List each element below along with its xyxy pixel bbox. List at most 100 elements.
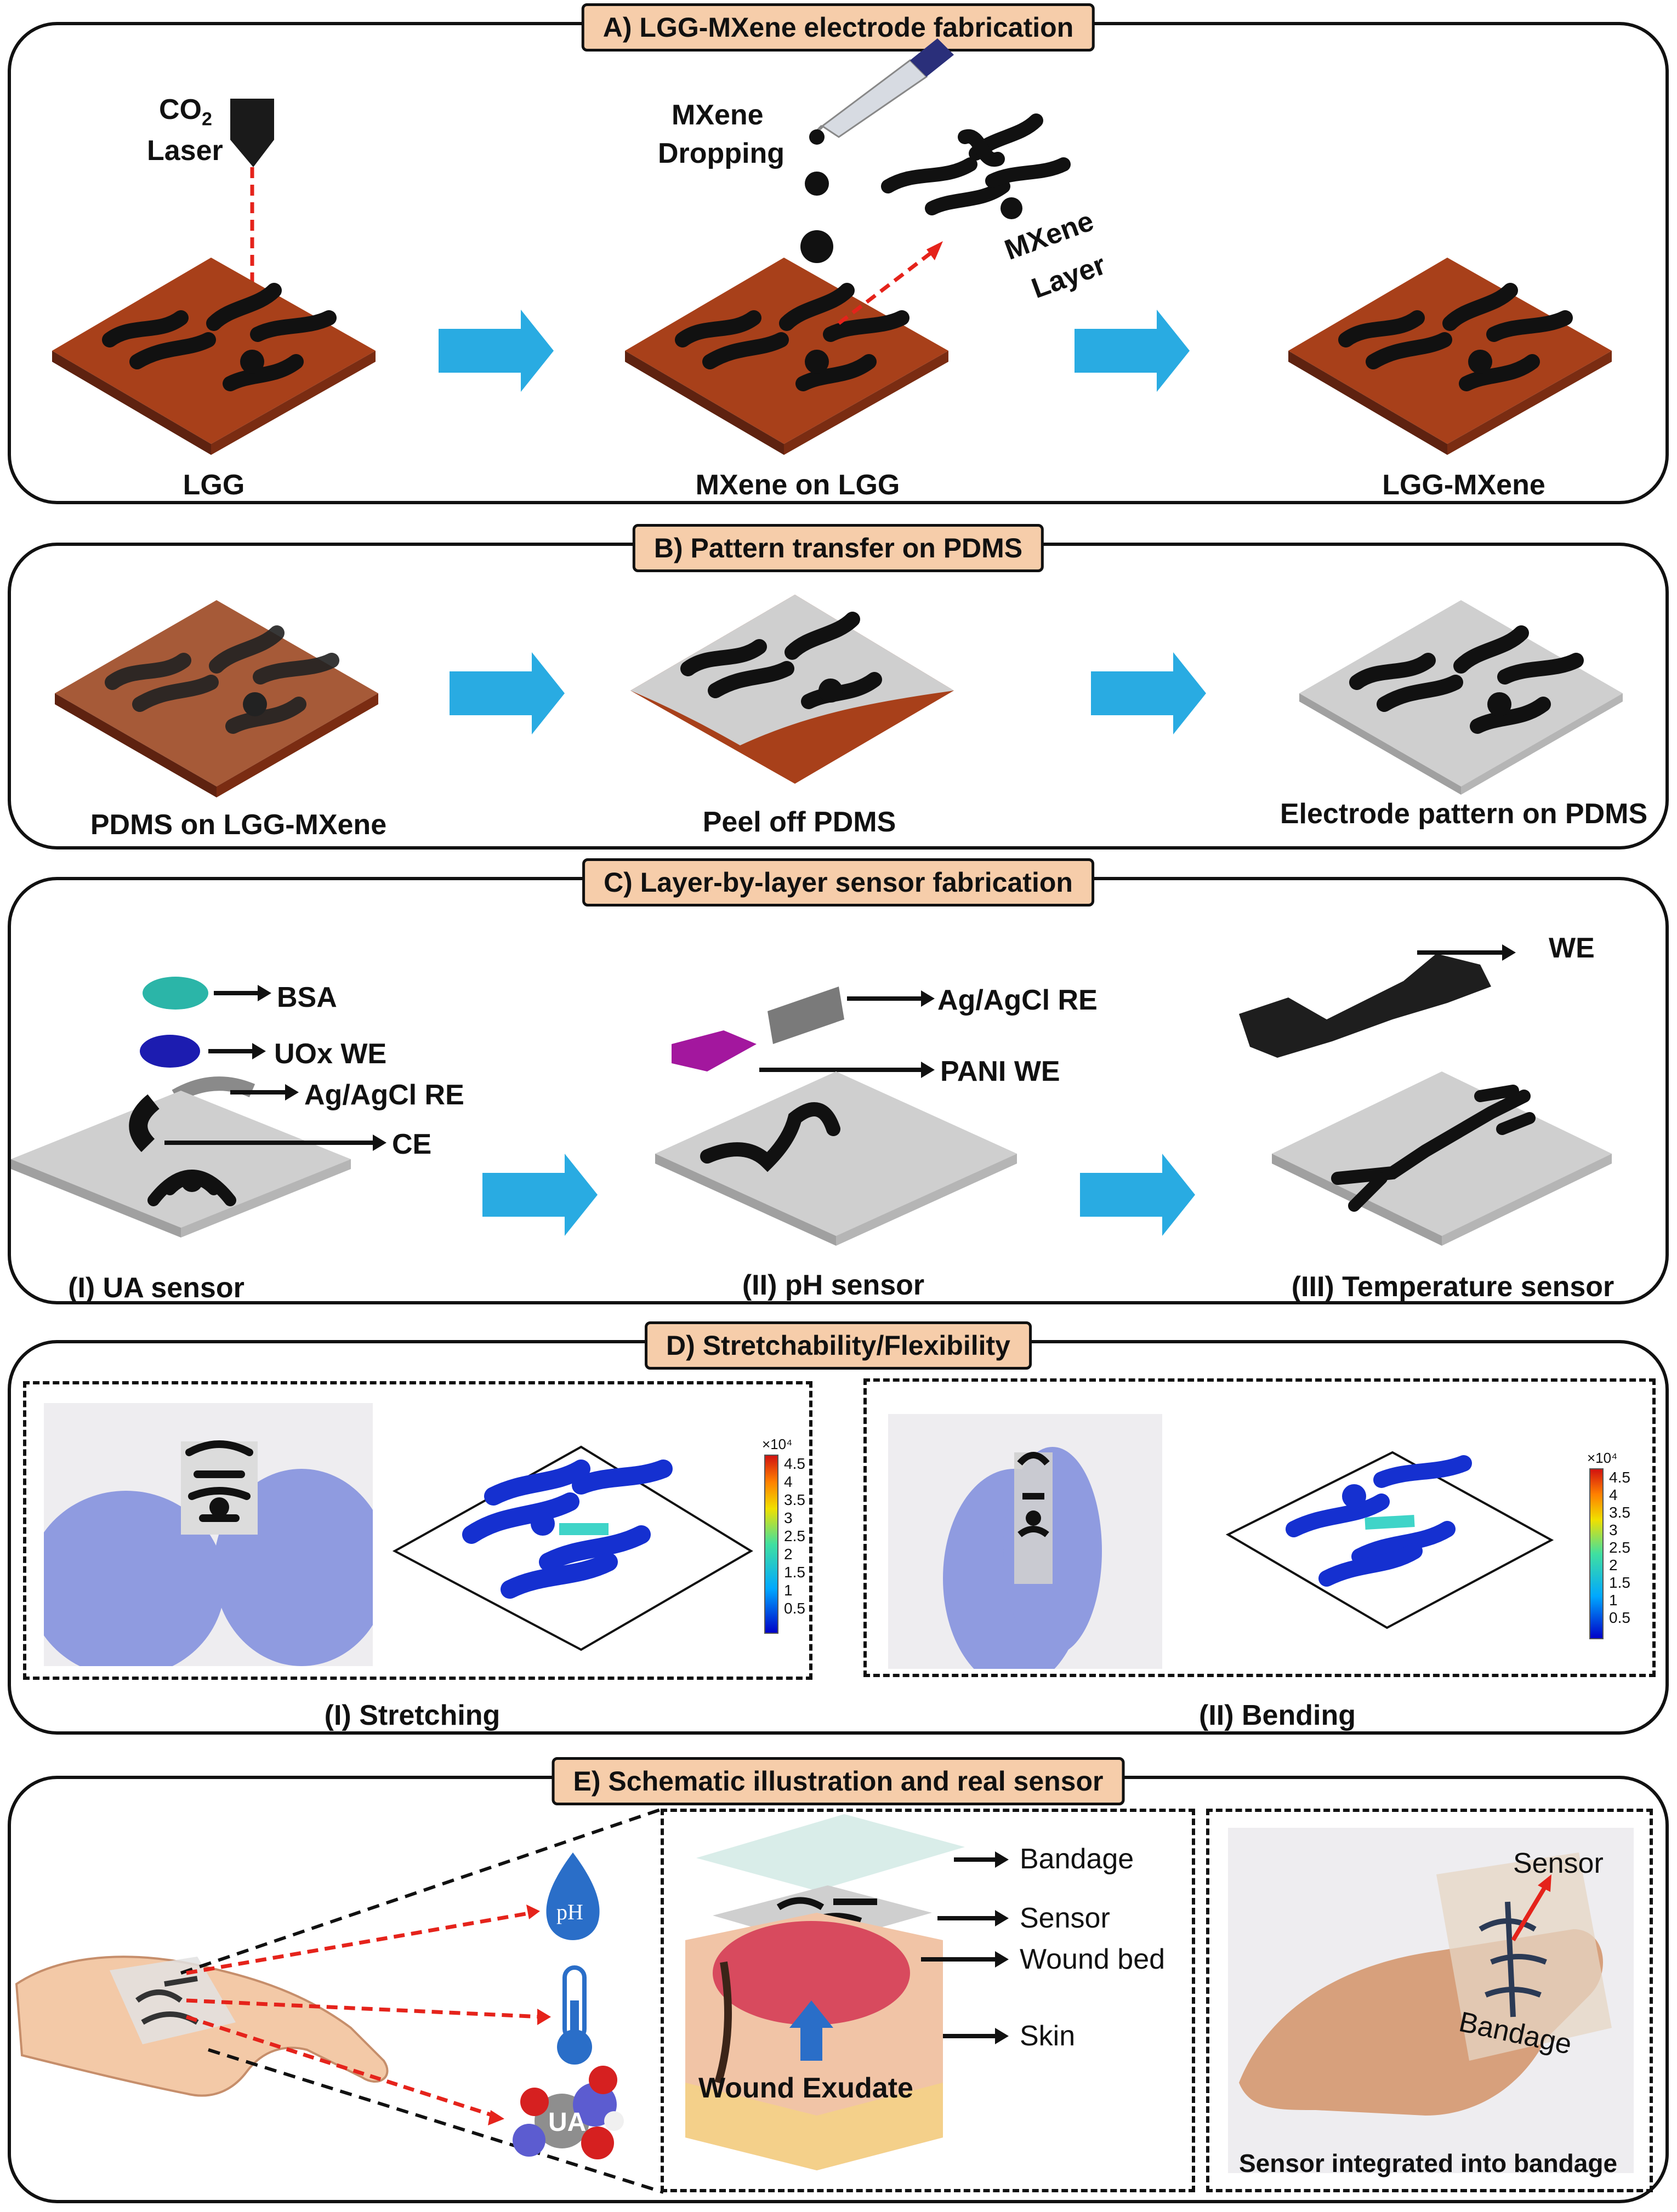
step-c3-label: (III) Temperature sensor [1291,1271,1615,1303]
stretching-photo [44,1403,373,1666]
schematic-frame [661,1809,1195,2192]
wound-bed-label: Wound bed [1020,1943,1166,1975]
sensor-label: Sensor [1020,1902,1110,1934]
peel-off-pdms [630,595,954,784]
bending-colorbar-tick-label: 4 [1609,1486,1618,1503]
step-d1-label: (I) Stretching [324,1700,501,1731]
bending-colorbar-exponent: ×10⁴ [1587,1450,1618,1466]
bending-photo [888,1414,1162,1669]
ph-icon-label: pH [556,1900,583,1924]
co2-laser-icon [230,99,274,351]
lgg-mxene-substrate-3 [1288,258,1612,455]
real-sensor-frame [1206,1809,1653,2192]
we-label: WE [1549,932,1595,964]
exudate-arrow [789,2000,833,2061]
stretching-colorbar-tick-label: 3.5 [784,1491,805,1508]
stretching-colorbar-tick-label: 3 [784,1509,793,1526]
skin-label: Skin [1020,2020,1076,2052]
electrode-pattern-on-pdms [1299,600,1623,795]
process-arrow-c1 [482,1154,598,1236]
uox-we-label: UOx WE [274,1038,387,1070]
step-a1-label: LGG [183,469,245,501]
stretching-colorbar-tick-label: 4 [784,1473,793,1490]
process-arrow-a2 [1075,310,1190,392]
stretching-colorbar-tick-label: 0.5 [784,1600,805,1617]
bending-colorbar-tick-label: 4.5 [1609,1469,1630,1486]
step-b1-label: PDMS on LGG-MXene [90,809,387,841]
bsa-layer [143,977,208,1010]
bending-colorbar-tick-label: 3 [1609,1521,1618,1538]
photo-caption: Sensor integrated into bandage [1238,2149,1618,2177]
bending-colorbar-tick-label: 0.5 [1609,1609,1630,1626]
pani-we-block [672,1030,757,1071]
step-c2-label: (II) pH sensor [742,1269,925,1301]
uric-acid-molecule-icon [513,2066,624,2159]
lgg-substrate-1 [52,258,376,455]
pdms-on-lgg [55,600,378,797]
agcl-re-block [768,987,844,1044]
step-b2-label: Peel off PDMS [702,806,896,838]
thermometer-icon [557,1965,592,2065]
co2-subscript: 2 [202,109,212,130]
stretching-colorbar-exponent: ×10⁴ [762,1436,793,1452]
bending-colorbar-tick-label: 1 [1609,1592,1618,1609]
mxene-layer-pattern [881,113,1071,215]
ph-drop-icon [546,1852,600,1940]
stretching-colorbar [764,1455,778,1634]
lgg-substrate-2 [625,258,948,455]
stretching-colorbar-tick-label: 2 [784,1546,793,1563]
pani-we-label: PANI WE [940,1056,1060,1087]
panel-a-title: A) LGG-MXene electrode fabrication [581,3,1095,52]
step-a3-label: LGG-MXene [1382,469,1545,501]
process-arrow-a1 [439,310,554,392]
stretching-colorbar-tick-label: 1.5 [784,1564,805,1581]
bending-colorbar-tick-label: 3.5 [1609,1504,1630,1521]
hand-illustration [15,1956,389,2097]
step-d2-label: (II) Bending [1199,1700,1356,1731]
bending-colorbar-tick-label: 1.5 [1609,1574,1630,1591]
bending-fea-model [1225,1451,1554,1629]
co2-label: CO2 [159,93,212,130]
step-c1-label: (I) UA sensor [68,1272,245,1304]
step-a2-label: MXene on LGG [695,469,900,501]
stretching-fea-model [392,1445,753,1651]
mxene-dropping-label-1: MXene [672,99,764,131]
bending-colorbar-tick-label: 2.5 [1609,1539,1630,1556]
skin-block [685,1913,943,2170]
agcl-re-label-1: Ag/AgCl RE [304,1079,464,1111]
process-arrow-b2 [1091,652,1206,734]
uox-we-layer [140,1035,200,1068]
panel-b-title: B) Pattern transfer on PDMS [632,524,1044,572]
agcl-re-arc [172,1076,255,1103]
bandage-layer [696,1814,965,1891]
panel-c-title: C) Layer-by-layer sensor fabrication [582,858,1094,907]
agcl-re-label-2: Ag/AgCl RE [937,984,1098,1016]
stretching-colorbar-tick-label: 4.5 [784,1455,805,1472]
bending-frame [863,1378,1656,1677]
process-arrow-b1 [450,652,565,734]
bending-colorbar [1589,1468,1604,1639]
bending-colorbar-tick-label: 2 [1609,1557,1618,1574]
stretching-colorbar-tick-label: 2.5 [784,1527,805,1544]
panel-e-title: E) Schematic illustration and real senso… [552,1757,1125,1805]
photo-sensor-label: Sensor [1513,1848,1604,1879]
panel-d-title: D) Stretchability/Flexibility [645,1321,1032,1370]
ce-arc [129,1094,160,1153]
temp-we-floating [1239,954,1491,1058]
ua-icon-label: UA [548,2108,587,2137]
mxene-dropping-label-2: Dropping [658,138,785,169]
ce-label: CE [392,1128,432,1160]
step-b3-label: Electrode pattern on PDMS [1280,798,1648,830]
stretching-frame [23,1381,812,1680]
laser-label: Laser [147,135,223,167]
wound-exudate-label: Wound Exudate [698,2072,913,2104]
stretching-colorbar-tick-label: 1 [784,1582,793,1599]
bsa-label: BSA [277,982,337,1013]
process-arrow-c2 [1080,1154,1195,1236]
